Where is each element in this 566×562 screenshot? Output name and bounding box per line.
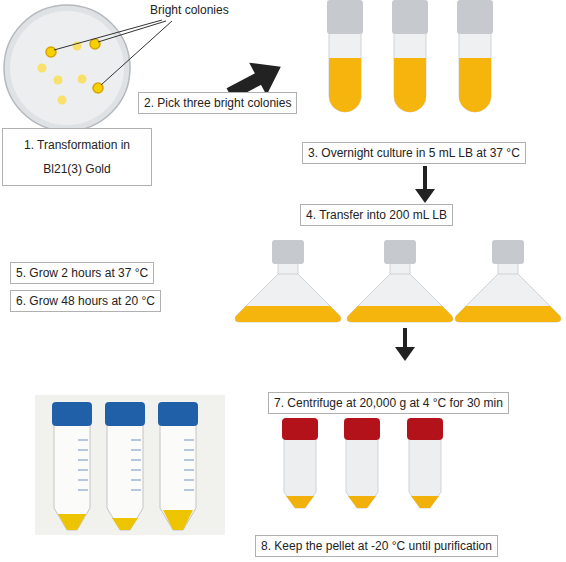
step-text: 8. Keep the pellet at -20 °C until purif… [261,539,492,553]
photo [35,395,225,535]
flask-culture [347,306,453,322]
leader-lines [54,20,172,85]
tube-body [409,438,441,508]
step-text: 7. Centrifuge at 20,000 g at 4 °C for 30… [274,396,503,410]
colony [46,47,56,57]
culture-tube [327,0,363,112]
tube-cap [392,0,428,34]
tube-body [346,438,378,508]
leader-line [101,21,172,85]
step-text: 5. Grow 2 hours at 37 °C [16,266,148,280]
step-text: 6. Grow 48 hours at 20 °C [16,294,155,308]
pellet [58,514,86,530]
tube-body [284,438,316,508]
tube-cap [52,402,92,426]
colony [38,64,47,73]
tube-cap [158,402,198,426]
process-box: 5. Grow 2 hours at 37 °C [10,262,154,284]
flasks [235,240,561,322]
photo-tube [158,402,198,530]
tube-body [394,30,426,112]
tube-body [107,424,143,530]
callout-label: Bright colonies [150,3,229,17]
process-box: 8. Keep the pellet at -20 °C until purif… [255,535,498,557]
tube-cap [407,418,443,440]
process-box: 1. Transformation in Bl21(3) Gold [2,128,152,186]
leader-line [54,20,162,50]
centrifuge-tube [282,418,318,508]
step-text: 4. Transfer into 200 mL LB [306,208,447,222]
culture-tube [457,0,493,112]
arrow-shaft [403,328,407,350]
photo-tube [52,402,92,530]
colony [90,39,100,49]
culture-tube [392,0,428,112]
pellet [411,496,439,508]
centrifuge-tube [344,418,380,508]
centrifuge-tube [407,418,443,508]
down-arrow [395,328,415,361]
flask [235,240,341,322]
pellet [348,496,376,508]
colony [58,96,67,105]
tube-cap [457,0,493,34]
arrow-head [249,50,289,95]
step-text: 3. Overnight culture in 5 mL LB at 37 °C [308,146,520,160]
colony [78,75,87,84]
pellet [163,510,193,530]
tube-culture [329,58,361,112]
flask-cap [384,240,416,264]
flask-body [455,274,561,322]
flask [455,240,561,322]
graduation-marks [131,440,141,490]
flask-body [235,274,341,322]
process-box: 2. Pick three bright colonies [138,92,297,114]
tube-cap [282,418,318,440]
pellet [286,496,314,508]
dish-agar [10,11,124,125]
flask-body [347,274,453,322]
leader-line [98,21,166,42]
tube-cap [344,418,380,440]
culture-tubes [327,0,493,112]
centrifuge-tubes [282,418,443,508]
photo-background [35,395,225,535]
graduation-marks [78,440,88,490]
pellet [112,518,138,530]
colony [54,76,63,85]
flask-cap [492,240,524,264]
step-text: 1. Transformation in Bl21(3) Gold [7,133,147,181]
process-box: 4. Transfer into 200 mL LB [300,204,453,226]
tube-culture [459,58,491,112]
step-text: 2. Pick three bright colonies [144,96,291,110]
tube-cap [327,0,363,34]
tube-body [459,30,491,112]
down-arrow [415,166,435,203]
tube-body [160,424,196,530]
graduation-marks [184,440,194,490]
arrow-shaft [423,166,427,192]
tube-body [329,30,361,112]
arrow-head [395,347,415,361]
flask-culture [455,306,561,322]
flask [347,240,453,322]
tube-body [54,424,90,530]
petri-dish [4,5,130,131]
arrow-head [415,189,435,203]
photo-tube [105,402,145,530]
process-box: 7. Centrifuge at 20,000 g at 4 °C for 30… [268,392,509,414]
flask-culture [235,306,341,322]
process-box: 3. Overnight culture in 5 mL LB at 37 °C [302,142,526,164]
tube-culture [394,58,426,112]
tube-cap [105,402,145,426]
process-box: 6. Grow 48 hours at 20 °C [10,290,161,312]
dish-rim [4,5,130,131]
flask-cap [272,240,304,264]
